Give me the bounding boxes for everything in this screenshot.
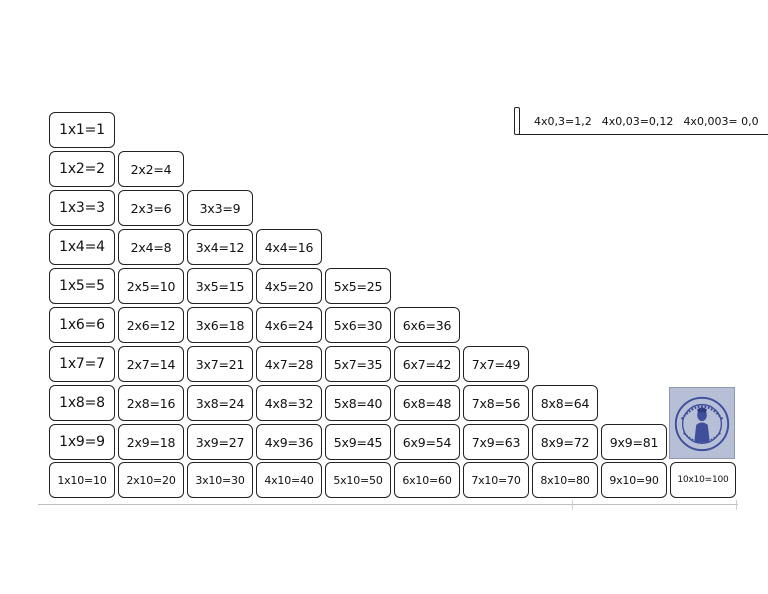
product-tile: 1x3=3 [49,190,115,226]
product-tile: 1x2=2 [49,151,115,187]
product-tile: 3x4=12 [187,229,253,265]
product-tile: 9x10=90 [601,462,667,498]
product-tile: 5x8=40 [325,385,391,421]
product-tile: 4x4=16 [256,229,322,265]
decimal-item: 4x0,03=0,12 [601,114,674,128]
product-tile: 6x7=42 [394,346,460,382]
product-tile: 5x9=45 [325,424,391,460]
product-tile: 7x8=56 [463,385,529,421]
product-tile: 2x3=6 [118,190,184,226]
decimal-item: 4x0,3=1,2 [534,114,592,128]
product-tile: 1x8=8 [49,385,115,421]
product-tile: 1x4=4 [49,229,115,265]
product-tile: 3x9=27 [187,424,253,460]
product-tile: 1x7=7 [49,346,115,382]
product-tile: 8x8=64 [532,385,598,421]
product-tile: 2x6=12 [118,307,184,343]
product-tile: 5x10=50 [325,462,391,498]
product-tile: 2x8=16 [118,385,184,421]
decimal-multiplication-strip: 4x0,3=1,2 4x0,03=0,12 4x0,003= 0,0 [514,106,768,136]
product-tile: 2x10=20 [118,462,184,498]
product-tile: 8x9=72 [532,424,598,460]
product-tile: 3x3=9 [187,190,253,226]
product-tile: 1x9=9 [49,424,115,460]
seal-stamp-icon [669,387,735,459]
product-tile: 3x8=24 [187,385,253,421]
product-tile: 3x10=30 [187,462,253,498]
product-tile: 7x9=63 [463,424,529,460]
product-tile: 2x7=14 [118,346,184,382]
product-tile: 2x2=4 [118,151,184,187]
product-tile: 1x6=6 [49,307,115,343]
product-tile: 9x9=81 [601,424,667,460]
decimal-item: 4x0,003= 0,0 [683,114,759,128]
product-tile: 2x9=18 [118,424,184,460]
table-baseline [38,504,738,505]
product-tile: 3x7=21 [187,346,253,382]
product-tile: 3x6=18 [187,307,253,343]
product-tile: 6x6=36 [394,307,460,343]
product-tile: 2x5=10 [118,268,184,304]
product-tile: 4x7=28 [256,346,322,382]
product-tile: 4x9=36 [256,424,322,460]
product-tile: 10x10=100 [670,462,736,498]
strip-edge-marker [514,107,520,135]
product-tile: 1x5=5 [49,268,115,304]
product-tile: 1x1=1 [49,112,115,148]
strip-underline [518,134,768,135]
product-tile: 5x7=35 [325,346,391,382]
product-tile: 8x10=80 [532,462,598,498]
product-tile: 6x10=60 [394,462,460,498]
product-tile: 4x5=20 [256,268,322,304]
product-tile: 4x8=32 [256,385,322,421]
baseline-tick [736,500,737,510]
product-tile: 2x4=8 [118,229,184,265]
product-tile: 5x5=25 [325,268,391,304]
product-tile: 3x5=15 [187,268,253,304]
product-tile: 7x7=49 [463,346,529,382]
product-tile: 7x10=70 [463,462,529,498]
product-tile: 6x9=54 [394,424,460,460]
product-tile: 6x8=48 [394,385,460,421]
product-tile: 1x10=10 [49,462,115,498]
product-tile: 4x10=40 [256,462,322,498]
product-tile: 4x6=24 [256,307,322,343]
product-tile: 5x6=30 [325,307,391,343]
baseline-tick [572,500,573,510]
